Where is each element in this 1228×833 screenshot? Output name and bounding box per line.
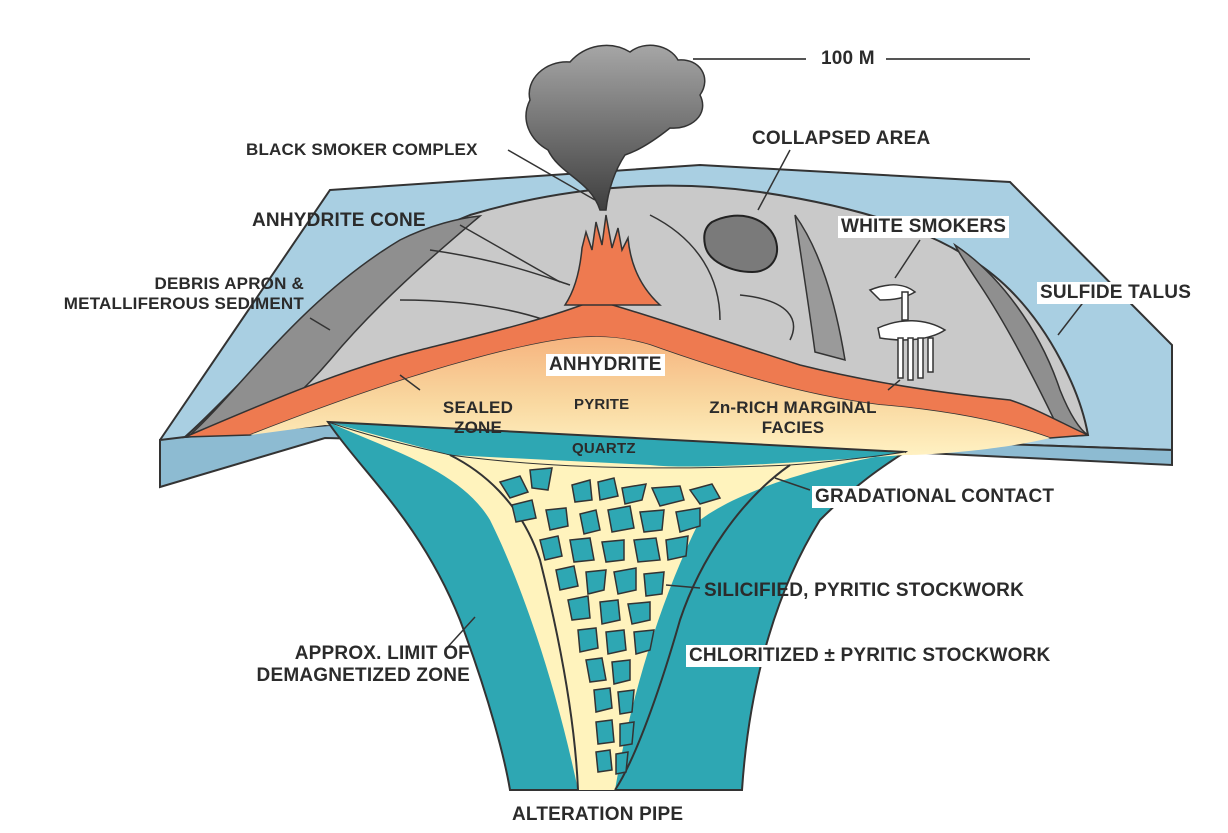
label-quartz: QUARTZ	[572, 440, 636, 457]
scale-bar-label: 100 M	[818, 48, 878, 70]
label-zn-rich-line1: Zn-RICH MARGINAL	[690, 398, 896, 418]
label-debris-apron-line1: DEBRIS APRON &	[42, 274, 304, 294]
label-alteration-pipe: ALTERATION PIPE	[509, 804, 686, 826]
label-demagnetized-zone: APPROX. LIMIT OF DEMAGNETIZED ZONE	[200, 643, 470, 687]
label-white-smokers: WHITE SMOKERS	[838, 216, 1009, 238]
label-pyrite: PYRITE	[574, 396, 629, 413]
label-black-smoker-complex: BLACK SMOKER COMPLEX	[246, 140, 478, 160]
label-anhydrite-cone: ANHYDRITE CONE	[252, 210, 426, 232]
label-chloritized-stockwork: CHLORITIZED ± PYRITIC STOCKWORK	[686, 645, 1053, 667]
label-anhydrite: ANHYDRITE	[546, 354, 665, 376]
label-sulfide-talus: SULFIDE TALUS	[1037, 282, 1194, 304]
label-debris-apron: DEBRIS APRON & METALLIFEROUS SEDIMENT	[42, 274, 304, 313]
label-sealed-zone-line1: SEALED	[428, 398, 528, 418]
label-zn-rich-facies: Zn-RICH MARGINAL FACIES	[690, 398, 896, 437]
label-demagnetized-line2: DEMAGNETIZED ZONE	[200, 665, 470, 687]
label-sealed-zone-line2: ZONE	[428, 418, 528, 438]
label-debris-apron-line2: METALLIFEROUS SEDIMENT	[42, 294, 304, 314]
label-collapsed-area: COLLAPSED AREA	[752, 128, 930, 150]
label-sealed-zone: SEALED ZONE	[428, 398, 528, 437]
label-demagnetized-line1: APPROX. LIMIT OF	[200, 643, 470, 665]
label-zn-rich-line2: FACIES	[690, 418, 896, 438]
label-silicified-stockwork: SILICIFIED, PYRITIC STOCKWORK	[704, 580, 1024, 602]
label-gradational-contact: GRADATIONAL CONTACT	[812, 486, 1057, 508]
